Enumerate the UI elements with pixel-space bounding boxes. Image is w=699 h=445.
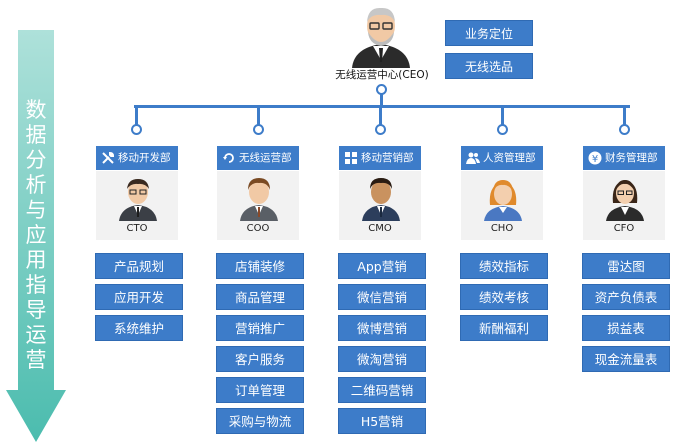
dept-name: 财务管理部 xyxy=(605,152,658,164)
task-button[interactable]: 微淘营销 xyxy=(338,346,426,372)
task-button[interactable]: 微博营销 xyxy=(338,315,426,341)
role-title: CTO xyxy=(126,223,148,234)
side-label-char: 指 xyxy=(25,273,47,297)
task-button[interactable]: 微信营销 xyxy=(338,284,426,310)
role-card-cho: CHO xyxy=(461,171,543,240)
wireless-product-selection-button[interactable]: 无线选品 xyxy=(445,53,533,79)
branch-connector xyxy=(623,106,626,128)
avatar xyxy=(602,175,648,221)
avatar xyxy=(358,175,404,221)
business-positioning-button[interactable]: 业务定位 xyxy=(445,20,533,46)
dept-header-cmo[interactable]: 移动营销部 xyxy=(339,146,421,170)
role-card-cto: CTO xyxy=(96,171,178,240)
branch-node-dot xyxy=(253,124,264,135)
side-label-char: 应 xyxy=(25,223,47,247)
yen-icon: ¥ xyxy=(588,151,602,165)
task-button[interactable]: 资产负债表 xyxy=(582,284,670,310)
task-button[interactable]: 应用开发 xyxy=(95,284,183,310)
tools-icon xyxy=(101,151,115,165)
branch-node-dot xyxy=(375,124,386,135)
avatar xyxy=(480,175,526,221)
task-button[interactable]: H5营销 xyxy=(338,408,426,434)
task-button[interactable]: 采购与物流 xyxy=(216,408,304,434)
task-button[interactable]: 现金流量表 xyxy=(582,346,670,372)
side-label-char: 数 xyxy=(25,98,47,122)
task-button[interactable]: 二维码营销 xyxy=(338,377,426,403)
branch-connector xyxy=(257,106,260,128)
dept-header-cho[interactable]: 人资管理部 xyxy=(461,146,543,170)
role-card-cmo: CMO xyxy=(339,171,421,240)
grid-icon xyxy=(344,151,358,165)
task-button[interactable]: 绩效考核 xyxy=(460,284,548,310)
ceo-connector xyxy=(380,90,383,107)
side-label-char: 与 xyxy=(25,198,47,222)
role-card-cfo: CFO xyxy=(583,171,665,240)
task-button[interactable]: 产品规划 xyxy=(95,253,183,279)
task-button[interactable]: 店铺装修 xyxy=(216,253,304,279)
side-label-char: 据 xyxy=(25,123,47,147)
side-label: 数据分析与应用指导运营 xyxy=(6,98,66,373)
dept-header-cto[interactable]: 移动开发部 xyxy=(96,146,178,170)
side-label-char: 析 xyxy=(25,173,47,197)
dept-header-cfo[interactable]: ¥ 财务管理部 xyxy=(583,146,665,170)
role-card-coo: COO xyxy=(217,171,299,240)
side-label-char: 运 xyxy=(25,323,47,347)
ceo-avatar xyxy=(352,7,410,68)
dept-name: 无线运营部 xyxy=(239,152,292,164)
task-button[interactable]: 营销推广 xyxy=(216,315,304,341)
side-arrow xyxy=(6,30,66,442)
role-title: CMO xyxy=(368,223,392,234)
refresh-icon xyxy=(222,151,236,165)
task-button[interactable]: 系统维护 xyxy=(95,315,183,341)
branch-connector xyxy=(379,106,382,128)
branch-node-dot xyxy=(619,124,630,135)
branch-node-dot xyxy=(497,124,508,135)
svg-text:¥: ¥ xyxy=(592,154,598,165)
avatar xyxy=(236,175,282,221)
task-button[interactable]: 损益表 xyxy=(582,315,670,341)
dept-name: 人资管理部 xyxy=(483,152,536,164)
task-button[interactable]: 新酬福利 xyxy=(460,315,548,341)
side-label-char: 分 xyxy=(25,148,47,172)
ceo-title: 无线运营中心(CEO) xyxy=(335,69,429,81)
side-label-char: 导 xyxy=(25,298,47,322)
branch-connector xyxy=(501,106,504,128)
role-title: CHO xyxy=(490,223,514,234)
task-button[interactable]: 雷达图 xyxy=(582,253,670,279)
branch-node-dot xyxy=(131,124,142,135)
side-label-char: 营 xyxy=(25,348,47,372)
branch-connector xyxy=(135,106,138,128)
role-title: COO xyxy=(246,223,270,234)
horizontal-connector xyxy=(134,105,630,108)
avatar xyxy=(115,175,161,221)
dept-header-coo[interactable]: 无线运营部 xyxy=(217,146,299,170)
dept-name: 移动营销部 xyxy=(361,152,414,164)
people-icon xyxy=(466,151,480,165)
task-button[interactable]: 客户服务 xyxy=(216,346,304,372)
task-button[interactable]: App营销 xyxy=(338,253,426,279)
side-label-char: 用 xyxy=(25,248,47,272)
task-button[interactable]: 订单管理 xyxy=(216,377,304,403)
role-title: CFO xyxy=(613,223,635,234)
task-button[interactable]: 商品管理 xyxy=(216,284,304,310)
task-button[interactable]: 绩效指标 xyxy=(460,253,548,279)
ceo-node-dot xyxy=(376,84,387,95)
dept-name: 移动开发部 xyxy=(118,152,171,164)
